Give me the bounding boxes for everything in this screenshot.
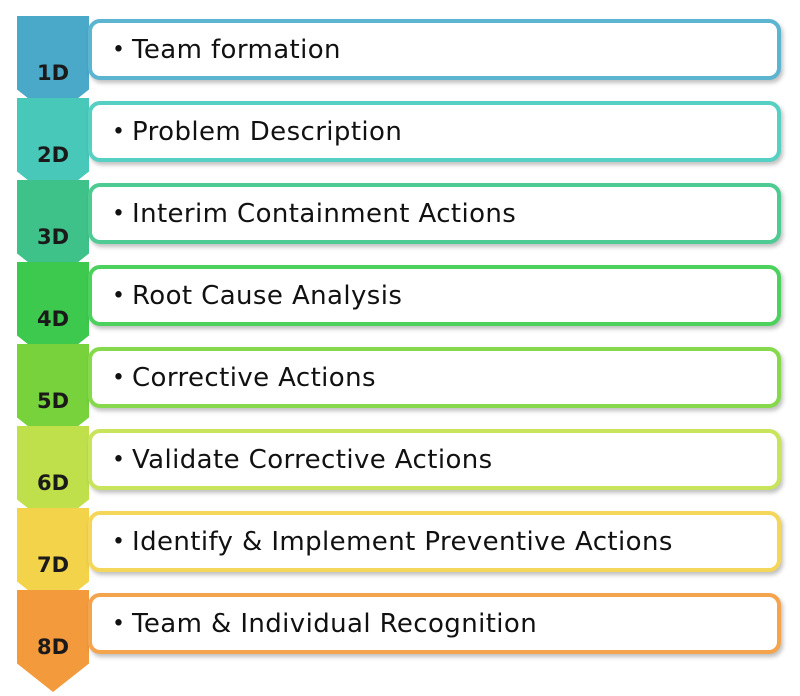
- bullet-icon: •: [112, 37, 125, 62]
- step-box: • Identify & Implement Preventive Action…: [88, 511, 781, 572]
- step-label: Team & Individual Recognition: [132, 608, 538, 639]
- bullet-icon: •: [112, 529, 125, 554]
- step-code: 4D: [36, 307, 70, 331]
- bullet-icon: •: [112, 611, 125, 636]
- step-code: 2D: [36, 143, 70, 167]
- step-code: 7D: [36, 553, 70, 577]
- bullet-icon: •: [112, 365, 125, 390]
- step-code: 1D: [36, 61, 70, 85]
- step-6d: 6D • Validate Corrective Actions: [0, 426, 800, 528]
- bullet-icon: •: [112, 283, 125, 308]
- step-3d: 3D • Interim Containment Actions: [0, 180, 800, 282]
- step-5d: 5D • Corrective Actions: [0, 344, 800, 446]
- bullet-icon: •: [112, 201, 125, 226]
- step-box: • Root Cause Analysis: [88, 265, 781, 326]
- step-label: Team formation: [132, 34, 341, 65]
- step-8d: 8D • Team & Individual Recognition: [0, 590, 800, 692]
- step-code: 3D: [36, 225, 70, 249]
- step-box: • Interim Containment Actions: [88, 183, 781, 244]
- step-label: Identify & Implement Preventive Actions: [132, 526, 673, 557]
- step-code: 5D: [36, 389, 70, 413]
- step-7d: 7D • Identify & Implement Preventive Act…: [0, 508, 800, 610]
- step-box: • Problem Description: [88, 101, 781, 162]
- step-box: • Corrective Actions: [88, 347, 781, 408]
- step-label: Problem Description: [132, 116, 403, 147]
- step-label: Root Cause Analysis: [132, 280, 403, 311]
- step-code: 6D: [36, 471, 70, 495]
- step-4d: 4D • Root Cause Analysis: [0, 262, 800, 364]
- step-box: • Team & Individual Recognition: [88, 593, 781, 654]
- step-2d: 2D • Problem Description: [0, 98, 800, 200]
- step-code: 8D: [36, 635, 70, 659]
- bullet-icon: •: [112, 119, 125, 144]
- step-box: • Validate Corrective Actions: [88, 429, 781, 490]
- step-1d: 1D • Team formation: [0, 16, 800, 118]
- step-label: Interim Containment Actions: [132, 198, 517, 229]
- step-box: • Team formation: [88, 19, 781, 80]
- bullet-icon: •: [112, 447, 125, 472]
- step-label: Validate Corrective Actions: [132, 444, 493, 475]
- step-label: Corrective Actions: [132, 362, 376, 393]
